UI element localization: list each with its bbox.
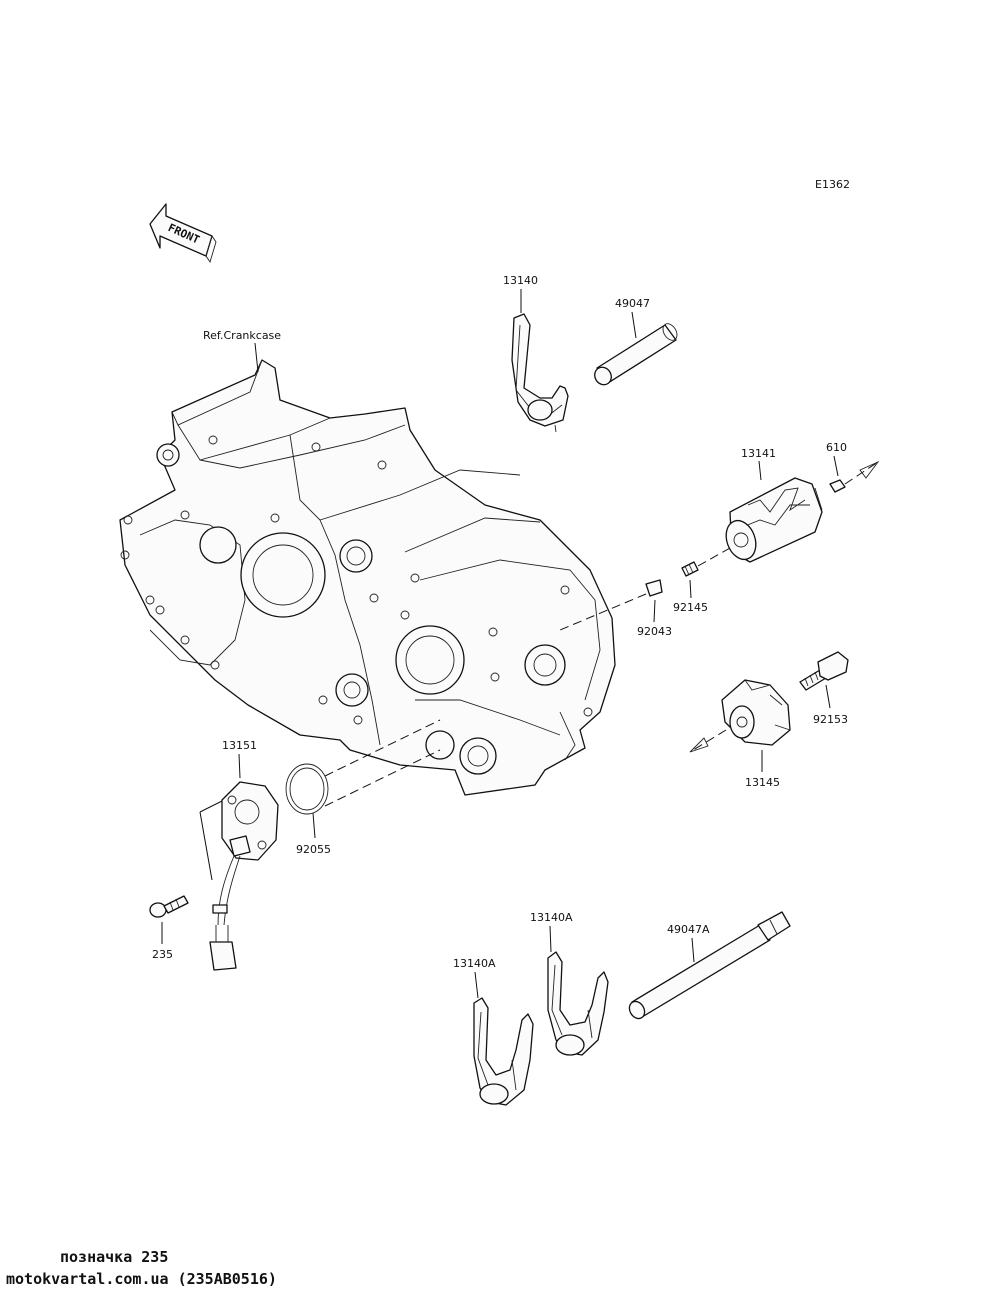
leader-49047 [631,311,637,339]
crankcase-icon [119,359,616,796]
axis-line-drum [844,461,879,485]
part-label-235: 235 [152,948,173,961]
leader-13140A-left [474,971,479,999]
axis-line-pin [559,593,647,631]
pin-92043-icon [645,579,663,597]
axis-line-oring-2 [324,749,441,807]
part-label-92145: 92145 [673,601,708,614]
shift-drum-13141-icon [725,477,823,563]
shift-fork-13140A-top-icon [547,951,609,1056]
shaft-49047-icon [594,323,678,386]
leader-92145 [689,579,692,599]
footer-marking: позначка 235 [60,1248,169,1266]
ref-crankcase-label: Ref.Crankcase [203,329,281,342]
leader-13151-bracket-2 [199,811,213,881]
bolt-235-icon [149,895,189,918]
part-label-13141: 13141 [741,447,776,460]
part-label-13140A-top: 13140A [530,911,573,924]
leader-13141 [758,460,762,481]
axis-line-oring [324,719,441,777]
part-label-92043: 92043 [637,625,672,638]
axis-arrow-icon [859,460,880,479]
diagram-code-label: E1362 [815,178,850,191]
spring-92145-icon [681,561,699,577]
shift-fork-13140-icon [511,313,569,433]
shaft-49047A-icon [628,911,791,1020]
axis-line-cam [689,729,727,753]
leader-13140A-top [549,925,552,953]
part-label-610: 610 [826,441,847,454]
bearing-610-icon [829,479,846,493]
shift-cam-13145-icon [721,679,791,746]
leader-49047A [691,937,695,963]
footer-source: motokvartal.com.ua (235AB0516) [6,1270,277,1288]
leader-13151 [238,753,241,779]
o-ring-92055-icon [285,763,329,815]
leader-92055 [312,812,316,839]
leader-92043 [653,599,656,623]
shift-fork-13140A-left-icon [473,997,534,1106]
front-arrow-icon: FRONT [149,203,217,264]
leader-610 [833,455,839,477]
part-label-49047A: 49047A [667,923,710,936]
part-label-13140: 13140 [503,274,538,287]
part-label-13151: 13151 [222,739,257,752]
part-label-92055: 92055 [296,843,331,856]
part-label-49047: 49047 [615,297,650,310]
part-label-13140A-left: 13140A [453,957,496,970]
part-label-13145: 13145 [745,776,780,789]
part-label-92153: 92153 [813,713,848,726]
axis-line-spring [697,547,731,567]
gear-position-sensor-13151-icon [209,781,279,971]
bolt-92153-icon [799,651,849,691]
ref-crankcase-leader [254,342,259,373]
axis-arrow-cam-icon [689,737,709,753]
leader-92153 [825,684,831,709]
